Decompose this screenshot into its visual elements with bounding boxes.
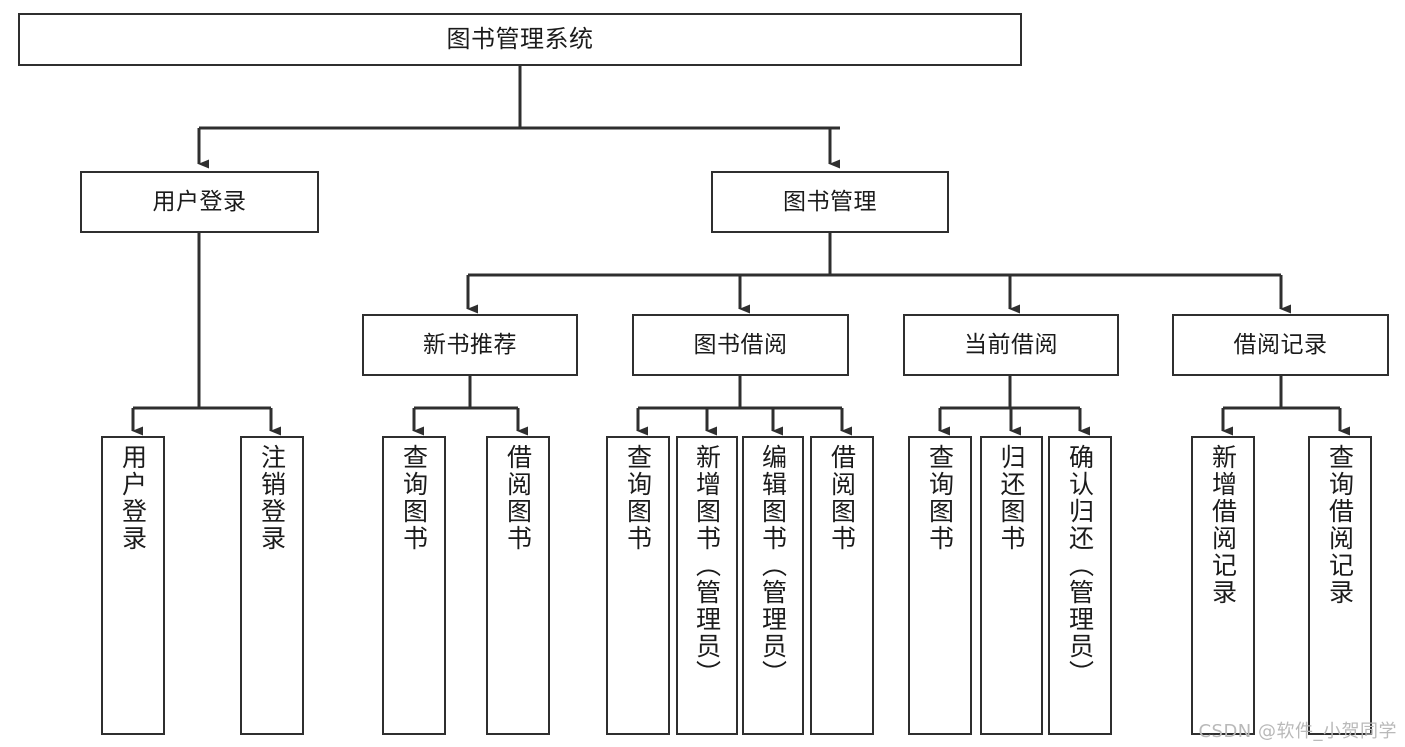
node-leaf-return-book[interactable]: 归还图书 [980,436,1043,735]
node-leaf-user-logout-label: 注销登录 [257,444,287,552]
node-leaf-user-login-label: 用户登录 [118,444,148,552]
node-leaf-edit-book[interactable]: 编辑图书（管理员） [742,436,804,735]
node-leaf-query-book-2[interactable]: 查询图书 [606,436,670,735]
node-leaf-add-book[interactable]: 新增图书（管理员） [676,436,738,735]
node-book-borrow[interactable]: 图书借阅 [632,314,849,376]
node-leaf-add-record[interactable]: 新增借阅记录 [1191,436,1255,735]
node-leaf-borrow-book-2-label: 借阅图书 [827,444,857,552]
node-current-borrow[interactable]: 当前借阅 [903,314,1119,376]
node-book-borrow-label: 图书借阅 [693,331,788,358]
node-leaf-query-record-label: 查询借阅记录 [1325,444,1355,606]
node-leaf-confirm-return-label: 确认归还（管理员） [1065,444,1095,687]
node-user-login[interactable]: 用户登录 [80,171,319,233]
node-leaf-add-book-label: 新增图书（管理员） [692,444,722,687]
node-leaf-confirm-return[interactable]: 确认归还（管理员） [1048,436,1112,735]
node-book-manage[interactable]: 图书管理 [711,171,949,233]
node-leaf-user-login[interactable]: 用户登录 [101,436,165,735]
node-leaf-edit-book-label: 编辑图书（管理员） [758,444,788,687]
node-leaf-query-record[interactable]: 查询借阅记录 [1308,436,1372,735]
node-leaf-query-book-1[interactable]: 查询图书 [382,436,446,735]
node-borrow-record-label: 借阅记录 [1233,331,1328,358]
node-leaf-return-book-label: 归还图书 [997,444,1026,552]
node-borrow-record[interactable]: 借阅记录 [1172,314,1389,376]
node-book-manage-label: 图书管理 [783,188,877,215]
node-current-borrow-label: 当前借阅 [964,331,1058,358]
node-leaf-query-book-2-label: 查询图书 [623,444,653,552]
node-user-login-label: 用户登录 [152,188,247,215]
node-leaf-add-record-label: 新增借阅记录 [1208,444,1238,606]
node-leaf-query-book-3-label: 查询图书 [925,444,955,552]
node-root[interactable]: 图书管理系统 [18,13,1022,66]
node-leaf-borrow-book-1-label: 借阅图书 [503,444,533,552]
csdn-watermark: CSDN @软件_小贺同学 [1198,721,1397,742]
node-leaf-query-book-3[interactable]: 查询图书 [908,436,972,735]
node-leaf-query-book-1-label: 查询图书 [399,444,429,552]
node-leaf-borrow-book-2[interactable]: 借阅图书 [810,436,874,735]
node-root-label: 图书管理系统 [446,24,594,53]
node-leaf-user-logout[interactable]: 注销登录 [240,436,304,735]
node-leaf-borrow-book-1[interactable]: 借阅图书 [486,436,550,735]
node-new-book-rec-label: 新书推荐 [423,331,517,358]
node-new-book-rec[interactable]: 新书推荐 [362,314,578,376]
